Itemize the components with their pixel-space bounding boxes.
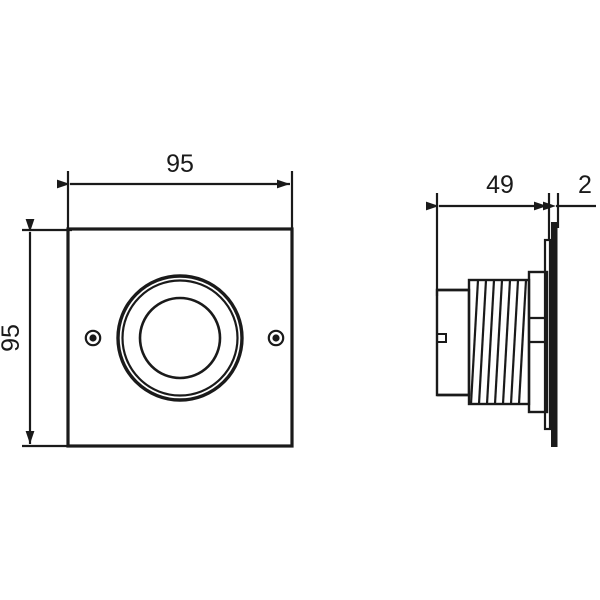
flange-dimension-label: 2 — [578, 171, 592, 199]
thread-profile — [469, 279, 528, 405]
front-flange-outer — [551, 222, 558, 447]
outer-ring-inner-edge — [121, 279, 239, 397]
left-screw — [84, 329, 102, 347]
outer-ring-outer-edge — [116, 274, 244, 402]
width-dimension: 95 — [57, 150, 294, 236]
depth-dimension: 49 — [426, 171, 551, 296]
housing-side-notch — [436, 333, 447, 343]
inner-ring — [138, 296, 222, 380]
front-square-plate — [66, 227, 294, 448]
front-view: 95 95 — [0, 150, 294, 448]
depth-dimension-label: 49 — [486, 171, 514, 199]
right-screw — [267, 329, 285, 347]
height-dimension: 95 — [0, 219, 72, 448]
height-dimension-label: 95 — [0, 324, 25, 352]
front-flange-inner — [543, 238, 552, 431]
width-dimension-label: 95 — [166, 150, 194, 178]
side-view: 49 2 — [426, 171, 596, 447]
flange-thickness-dimension: 2 — [543, 171, 596, 228]
